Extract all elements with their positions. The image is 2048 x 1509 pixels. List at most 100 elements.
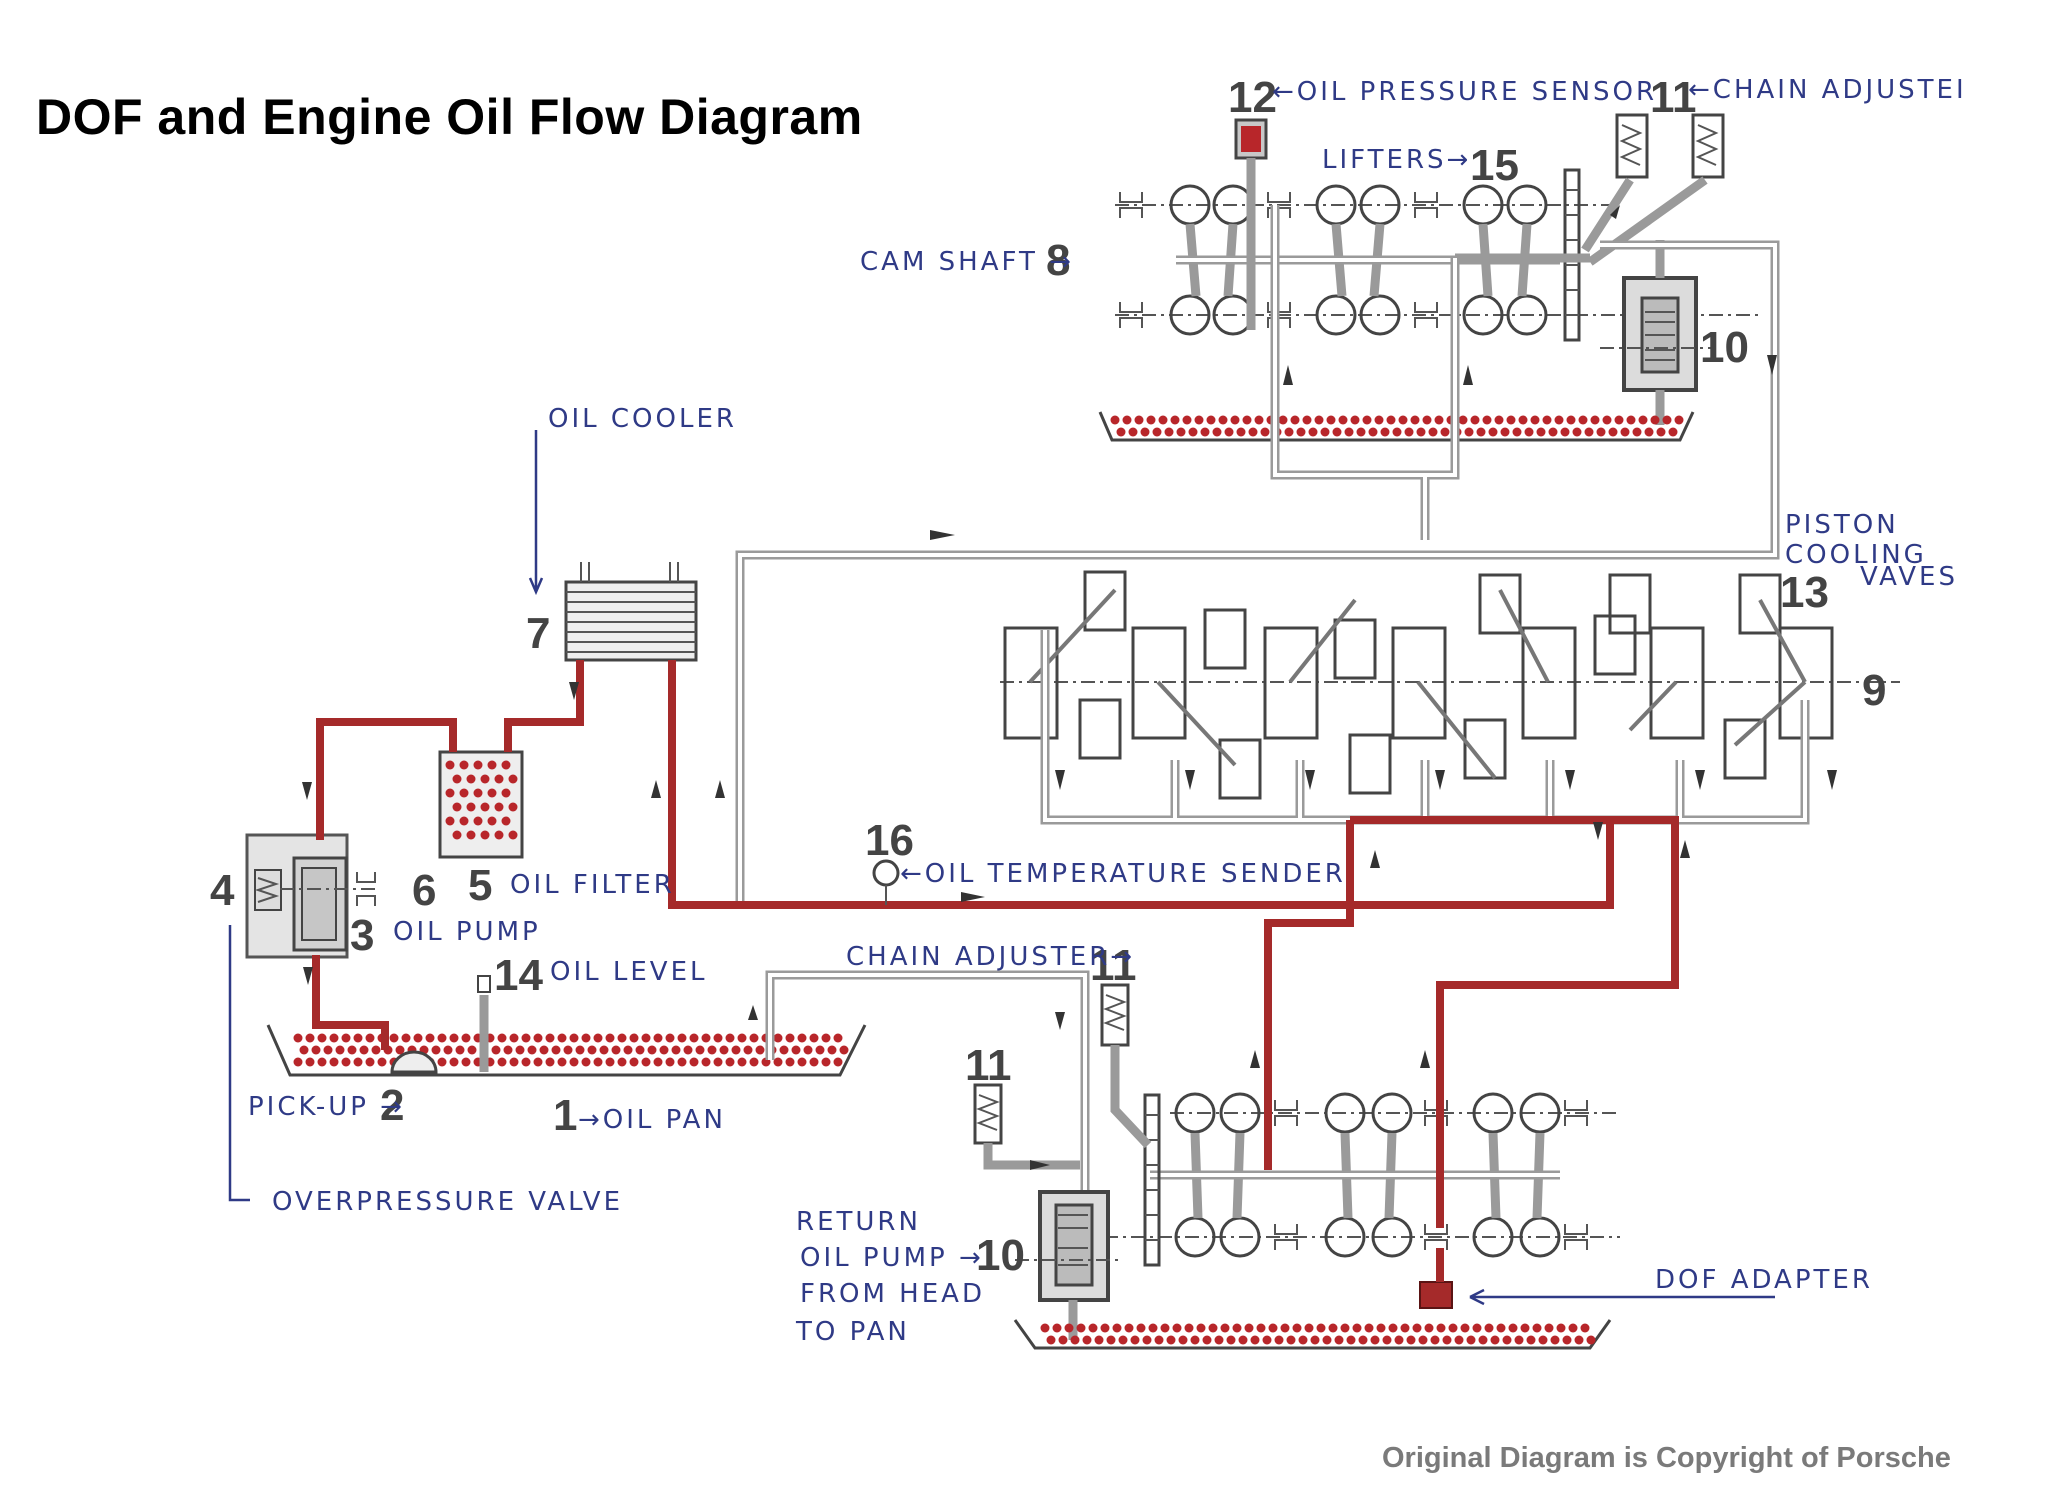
bottom-sump-oil-dot — [1040, 1323, 1050, 1333]
oil-pan-oil-dot — [503, 1045, 513, 1055]
oil-pan-oil-dot — [749, 1057, 759, 1067]
bottom-sump-oil-dot — [1532, 1323, 1542, 1333]
top-sump-oil-dot — [1524, 427, 1534, 437]
label-overpressure-valve: OVERPRESSURE VALVE — [272, 1187, 623, 1217]
label-return-line4: TO PAN — [795, 1317, 910, 1347]
number-7: 7 — [526, 609, 550, 658]
bottom-sump-oil-dot — [1370, 1335, 1380, 1345]
filter-oil-dot — [501, 760, 511, 770]
bottom-sump-oil-dot — [1232, 1323, 1242, 1333]
oil-pan-oil-dot — [779, 1045, 789, 1055]
oil-pan-oil-dot — [527, 1045, 537, 1055]
top-sump-oil-dot — [1146, 415, 1156, 425]
oil-pan-oil-dot — [725, 1033, 735, 1043]
top-sump-oil-dot — [1392, 427, 1402, 437]
oil-temperature-sender — [872, 859, 900, 905]
top-sump-oil-dot — [1236, 427, 1246, 437]
top-sump-oil-dot — [1464, 427, 1474, 437]
oil-pan-oil-dot — [791, 1045, 801, 1055]
bottom-sump-oil-dot — [1298, 1335, 1308, 1345]
filter-oil-dot — [466, 830, 476, 840]
bottom-sump-oil-dot — [1202, 1335, 1212, 1345]
bottom-cam-lobe — [1472, 1092, 1514, 1134]
oil-pressure-sensor — [1234, 118, 1268, 330]
filter-oil-dot — [494, 830, 504, 840]
top-sump-oil-dot — [1128, 427, 1138, 437]
top-sump-oil-dot — [1626, 415, 1636, 425]
bottom-sump-oil-dot — [1268, 1323, 1278, 1333]
bottom-sump-oil-dot — [1568, 1323, 1578, 1333]
oil-pan-oil-dot — [605, 1033, 615, 1043]
crank-pin — [1083, 570, 1127, 632]
label-piston-line3: VAVES — [1860, 562, 1958, 592]
oil-pan-oil-dot — [629, 1033, 639, 1043]
oil-pan-oil-dot — [377, 1057, 387, 1067]
pick-up-icon — [390, 1050, 438, 1074]
pressurized-oil-flow — [312, 660, 1679, 1282]
filter-oil-dot — [466, 774, 476, 784]
top-sump-oil-dot — [1380, 427, 1390, 437]
top-sump-oil-dot — [1584, 427, 1594, 437]
bottom-sump-oil-dot — [1112, 1323, 1122, 1333]
filter-oil-dot — [487, 816, 497, 826]
top-sump-oil-dot — [1440, 427, 1450, 437]
oil-pan-oil-dot — [455, 1045, 465, 1055]
oil-pan-oil-dot — [677, 1033, 687, 1043]
oil-pan-oil-dot — [797, 1033, 807, 1043]
oil-pan-oil-dot — [323, 1045, 333, 1055]
oil-pan-oil-dot — [617, 1033, 627, 1043]
bottom-sump-oil-dot — [1190, 1335, 1200, 1345]
label-oil-filter: OIL FILTER — [510, 870, 675, 900]
oil-pan-oil-dot — [341, 1057, 351, 1067]
number-8: 8 — [1046, 236, 1070, 285]
bottom-sump-oil-dot — [1436, 1323, 1446, 1333]
bottom-sump-oil-dot — [1214, 1335, 1224, 1345]
oil-pan-oil-dot — [437, 1033, 447, 1043]
number-11-mid: 11 — [1090, 941, 1137, 990]
oil-pan-oil-dot — [545, 1057, 555, 1067]
filter-oil-dot — [452, 774, 462, 784]
oil-pan-oil-dot — [683, 1045, 693, 1055]
oil-pan-oil-dot — [599, 1045, 609, 1055]
number-10-bottom: 10 — [976, 1231, 1025, 1280]
crank-pin — [1478, 573, 1522, 635]
top-sump-oil-dot — [1182, 415, 1192, 425]
crank-oil-drilling — [1498, 589, 1550, 683]
top-sump-oil-dot — [1422, 415, 1432, 425]
bottom-sump-oil-dot — [1544, 1323, 1554, 1333]
top-sump-oil-dot — [1188, 427, 1198, 437]
oil-cooler — [528, 430, 698, 662]
oil-pan-oil-dot — [431, 1045, 441, 1055]
bottom-cam-lobe — [1174, 1092, 1216, 1134]
bottom-sump-oil-dot — [1262, 1335, 1272, 1345]
oil-pan-oil-dot — [665, 1057, 675, 1067]
filter-oil-dot — [494, 774, 504, 784]
oil-pan-oil-dot — [629, 1057, 639, 1067]
oil-pan-oil-dot — [695, 1045, 705, 1055]
top-sump-oil-dot — [1530, 415, 1540, 425]
top-sump-oil-dot — [1608, 427, 1618, 437]
filter-oil-dot — [466, 802, 476, 812]
bottom-sump-oil-dot — [1082, 1335, 1092, 1345]
oil-pan-oil-dot — [677, 1057, 687, 1067]
oil-pan-oil-dot — [413, 1033, 423, 1043]
top-sump-oil-dot — [1134, 415, 1144, 425]
top-sump-oil-dot — [1332, 427, 1342, 437]
oil-pan-oil-dot — [689, 1033, 699, 1043]
bottom-cam-lobe — [1324, 1092, 1366, 1134]
bottom-sump-oil-dot — [1052, 1323, 1062, 1333]
bottom-sump-oil-dot — [1046, 1335, 1056, 1345]
number-6: 6 — [412, 866, 436, 915]
crank-pin — [1348, 733, 1392, 795]
oil-pan-oil-dot — [449, 1033, 459, 1043]
filter-oil-dot — [487, 760, 497, 770]
crank-oil-drilling — [1288, 598, 1357, 684]
bottom-sump-oil-dot — [1196, 1323, 1206, 1333]
label-oil-pressure-sensor: ←OIL PRESSURE SENSOR — [1272, 77, 1657, 107]
oil-pan-oil-dot — [617, 1057, 627, 1067]
top-sump-oil-dot — [1212, 427, 1222, 437]
top-sump-oil-dot — [1488, 427, 1498, 437]
top-sump-oil-dot — [1320, 427, 1330, 437]
top-sump-oil-dot — [1458, 415, 1468, 425]
bottom-sump-oil-dot — [1478, 1335, 1488, 1345]
